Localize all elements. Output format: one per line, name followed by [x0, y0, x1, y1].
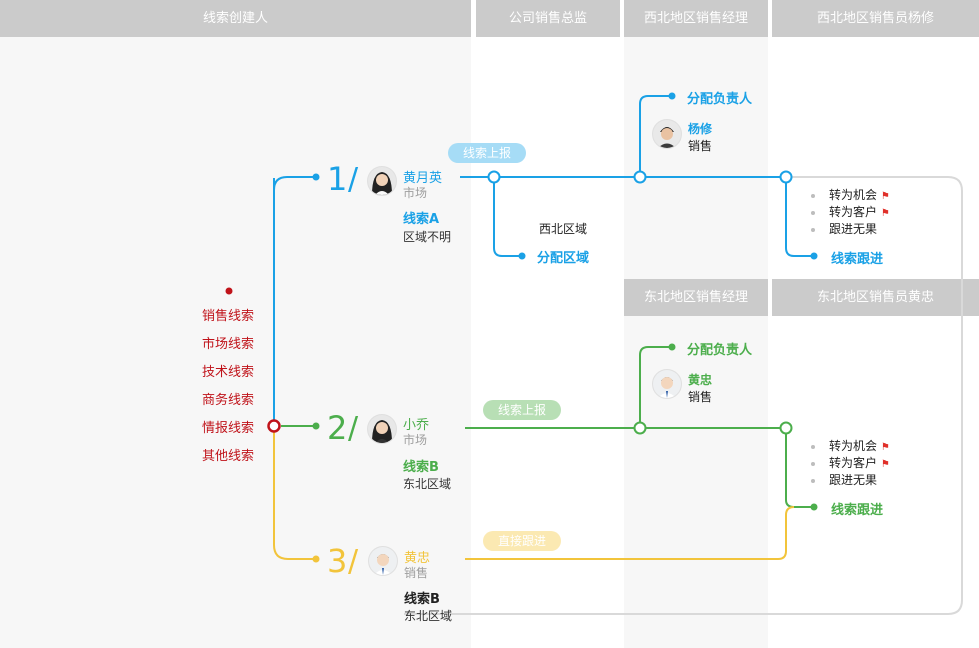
avatar: [652, 119, 682, 149]
lead-number: 1: [327, 160, 348, 198]
flag-icon: ⚑: [880, 459, 890, 470]
outcome-item: 转为客户 ⚑: [811, 454, 890, 471]
assign-owner-label: 分配负责人: [687, 92, 753, 107]
report-pill: 线索上报: [483, 400, 561, 420]
direct-follow-pill: 直接跟进: [483, 531, 561, 551]
lead-title: 线索B: [403, 460, 439, 475]
avatar: [368, 546, 398, 576]
lead-region: 东北区域: [404, 609, 453, 623]
lead-title: 线索B: [404, 592, 440, 607]
header-ne-rep: 东北地区销售员黄忠: [772, 279, 979, 316]
assign-region-label: 分配区域: [537, 251, 590, 266]
avatar: [367, 414, 397, 444]
assign-owner-label: 分配负责人: [687, 343, 753, 358]
lead-number: 2: [327, 409, 348, 447]
outcome-item: 跟进无果: [811, 220, 877, 237]
header-creator: 线索创建人: [0, 0, 471, 37]
header-nw-rep: 西北地区销售员杨修: [772, 0, 979, 37]
lane-creator: [0, 37, 471, 648]
owner-dept: 销售: [688, 139, 713, 153]
lead-region: 区域不明: [403, 230, 452, 244]
lead-creator-name: 小乔: [403, 418, 430, 433]
outcome-item: 转为机会 ⚑: [811, 186, 890, 203]
flag-icon: ⚑: [880, 191, 890, 202]
outcome-item: 跟进无果: [811, 471, 877, 488]
flag-icon: ⚑: [880, 442, 890, 453]
header-ne-manager: 东北地区销售经理: [624, 279, 768, 316]
owner-name: 杨修: [688, 122, 713, 136]
lead-creator-name: 黄月英: [403, 171, 443, 186]
lead-number-separator: /: [348, 162, 359, 197]
owner-name: 黄忠: [688, 373, 713, 387]
source-item: 技术线索: [202, 365, 255, 380]
lead-region: 东北区域: [403, 477, 452, 491]
flag-icon: ⚑: [880, 208, 890, 219]
male-avatar-icon: [369, 547, 397, 575]
header-nw-manager: 西北地区销售经理: [624, 0, 768, 37]
lead-creator-dept: 销售: [404, 566, 429, 580]
lead-title: 线索A: [403, 212, 440, 227]
outcome-item: 转为客户 ⚑: [811, 203, 890, 220]
lead-creator-dept: 市场: [403, 433, 428, 447]
lead-number: 3: [327, 542, 348, 580]
male-avatar-icon: [653, 370, 681, 398]
header-director: 公司销售总监: [476, 0, 620, 37]
female-avatar-icon: [368, 167, 396, 195]
avatar: [652, 369, 682, 399]
lead-creator-name: 黄忠: [404, 551, 431, 566]
female-avatar-icon: [368, 415, 396, 443]
region-label: 西北区域: [539, 222, 588, 236]
follow-up-label: 线索跟进: [831, 252, 884, 267]
lead-number-separator: /: [348, 544, 359, 579]
lead-creator-dept: 市场: [403, 186, 428, 200]
outcome-item: 转为机会 ⚑: [811, 437, 890, 454]
owner-dept: 销售: [688, 390, 713, 404]
source-item: 商务线索: [202, 393, 255, 408]
source-item: 其他线索: [202, 449, 255, 464]
lane-nw-manager: [624, 37, 768, 648]
follow-up-label: 线索跟进: [831, 503, 884, 518]
male-avatar-icon: [653, 120, 681, 148]
report-pill: 线索上报: [448, 143, 526, 163]
avatar: [367, 166, 397, 196]
source-item: 市场线索: [202, 337, 255, 352]
lead-number-separator: /: [348, 411, 359, 446]
source-item: 销售线索: [202, 309, 255, 324]
source-item: 情报线索: [202, 421, 255, 436]
